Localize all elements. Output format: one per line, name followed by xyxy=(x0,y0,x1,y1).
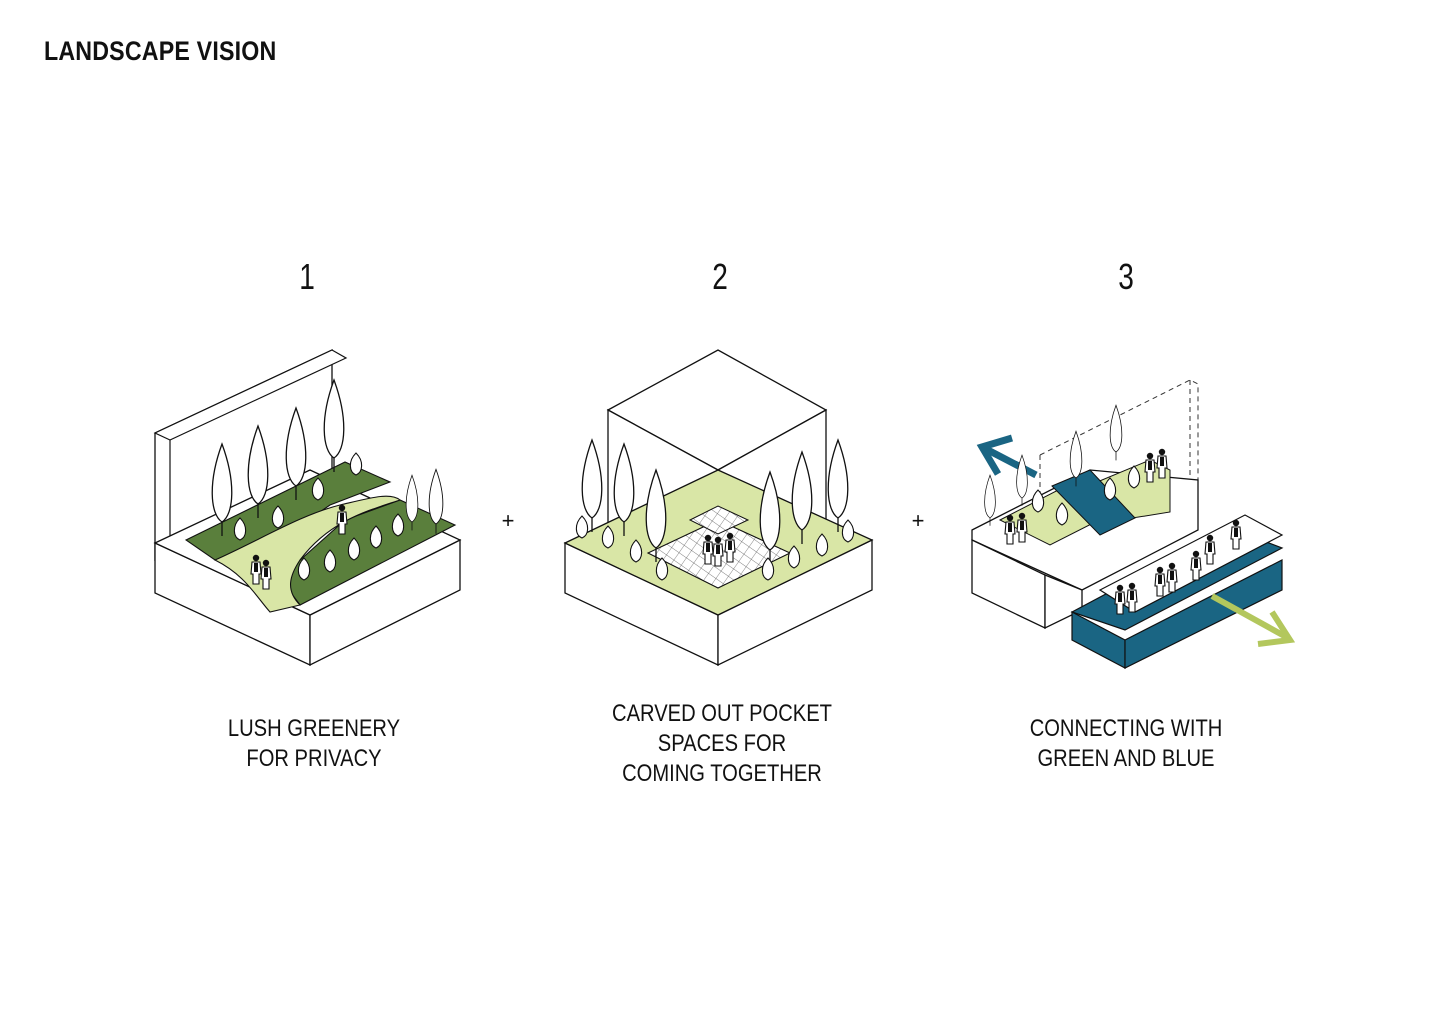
tree-icon xyxy=(827,439,849,533)
plus-sign-1: + xyxy=(501,508,515,533)
tree-icon xyxy=(984,474,996,527)
page-title: LANDSCAPE VISION xyxy=(44,36,277,66)
tree-icon xyxy=(1109,404,1123,461)
arrow-icon xyxy=(976,434,1038,479)
blue-channel-side xyxy=(1124,559,1283,669)
step-1-caption-line: FOR PRIVACY xyxy=(246,745,382,772)
step-1-caption: LUSH GREENERY FOR PRIVACY xyxy=(188,714,440,774)
wall-top xyxy=(153,349,348,441)
arrow-icon xyxy=(1210,593,1296,647)
step-2-caption: CARVED OUT POCKET SPACES FOR COMING TOGE… xyxy=(596,699,848,789)
step-3-caption-line: GREEN AND BLUE xyxy=(1037,745,1215,772)
plus-sign-2: + xyxy=(911,508,925,533)
person-icon xyxy=(1156,448,1168,479)
step-2-caption-line: COMING TOGETHER xyxy=(622,760,822,787)
diagram-2 xyxy=(563,349,874,667)
tree-icon xyxy=(349,452,363,476)
step-2-caption-line: SPACES FOR xyxy=(657,730,787,757)
step-1-caption-line: LUSH GREENERY xyxy=(227,715,401,742)
tree-icon xyxy=(841,519,855,543)
tree-icon xyxy=(581,439,603,533)
light-green-path xyxy=(213,495,402,613)
step-3-number: 3 xyxy=(1118,256,1134,297)
person-icon xyxy=(1144,452,1156,483)
step-2-number: 2 xyxy=(712,256,728,297)
step-2-caption-line: CARVED OUT POCKET xyxy=(612,700,832,727)
tree-icon xyxy=(1031,489,1045,513)
step-3-caption: CONNECTING WITH GREEN AND BLUE xyxy=(1000,714,1252,774)
step-3-caption-line: CONNECTING WITH xyxy=(1029,715,1223,742)
tree-icon xyxy=(575,515,589,539)
diagram-3 xyxy=(971,379,1296,669)
step-1-number: 1 xyxy=(299,256,315,297)
diagram-1 xyxy=(153,348,462,667)
